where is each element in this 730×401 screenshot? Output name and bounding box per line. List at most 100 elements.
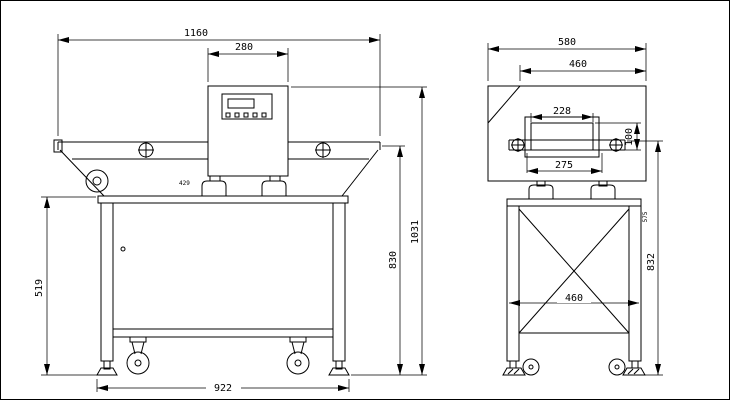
wheel [126, 351, 150, 375]
bolt-symbol [511, 138, 525, 152]
caster-fork [131, 341, 145, 355]
extension-lines [41, 196, 97, 376]
frame-leg [332, 202, 346, 362]
caster-mount [129, 336, 147, 343]
dim-label-belt-height: 830 [388, 251, 399, 269]
dim-base-width: 922 [96, 379, 350, 394]
dim-label-callout-left: 429 [179, 180, 190, 187]
mount-foot [590, 184, 616, 200]
wheel-hub [528, 364, 534, 370]
dim-total-height: 1031 [291, 86, 427, 375]
control-panel [221, 93, 273, 120]
label-mask [557, 292, 591, 303]
dim-label-total-height: 1031 [410, 220, 421, 244]
dim-label-overall-width: 1160 [184, 28, 208, 39]
foot-stem [509, 360, 517, 369]
foot-stem [103, 360, 111, 370]
bolt-cross [138, 142, 154, 158]
dim-belt-width: 275 [526, 153, 603, 174]
display-screen [227, 98, 255, 109]
dim-label-end-overall-width: 580 [558, 37, 576, 48]
dim-leg-span: 460 [509, 292, 639, 306]
head-mounts-end [528, 180, 616, 200]
dim-label-frame-height: 519 [34, 279, 45, 297]
dim-head-width: 280 [207, 42, 289, 82]
dim-side-overall-width: 1160 [57, 28, 381, 136]
support-frame-side [97, 195, 349, 362]
caster-fork [291, 341, 305, 355]
label-mask [206, 382, 241, 393]
wheel [608, 358, 626, 376]
frame-leg [506, 205, 520, 362]
leveling-foot [502, 358, 540, 376]
mount-stem [536, 180, 546, 187]
bolt-cross [315, 142, 331, 158]
dim-label-head-width: 280 [235, 42, 253, 53]
wheel-hub [134, 359, 142, 367]
foot-hatch [627, 368, 640, 375]
bolt-symbol [138, 142, 154, 158]
dim-frame-height: 519 [34, 196, 97, 376]
conveyor-belt-end [508, 138, 626, 152]
dim-end-overall-width: 580 [487, 37, 647, 81]
wheel [286, 351, 310, 375]
drive-pulley [85, 169, 109, 193]
dim-label-aperture-height: 100 [624, 128, 635, 146]
detector-head-end [487, 85, 647, 182]
leveling-foot [96, 360, 118, 376]
cross-brace [518, 208, 630, 334]
dim-label-end-height: 832 [646, 253, 657, 271]
dim-top-width: 460 [519, 59, 646, 81]
foot-pad [502, 367, 526, 376]
detector-body [487, 85, 647, 182]
table-top [97, 195, 349, 204]
foot-pad [622, 367, 646, 376]
panel-buttons [225, 112, 267, 118]
detector-body [207, 85, 289, 177]
mount-foot [261, 180, 287, 197]
dim-label-leg-span: 460 [565, 293, 583, 304]
foot-hatch [507, 368, 520, 375]
caster-wheel [126, 336, 150, 375]
dim-aperture-width: 228 [530, 106, 594, 122]
foot-pad [96, 367, 118, 376]
mount-foot [528, 184, 554, 200]
extension-lines [57, 34, 381, 136]
dim-label-belt-width: 275 [555, 160, 573, 171]
foot-stem [631, 360, 639, 369]
bolt-symbol [315, 142, 331, 158]
table-top [506, 198, 642, 207]
foot-stem [335, 360, 343, 370]
frame-leg [628, 205, 642, 362]
label-mask [547, 106, 578, 115]
dim-label-callout-right: 575 [642, 211, 649, 222]
bolt-cross [511, 138, 525, 152]
frame-hole [120, 246, 126, 252]
mount-stem [269, 175, 281, 182]
wheel [522, 358, 540, 376]
belt-end-bracket [53, 139, 63, 153]
leveling-foot [608, 358, 646, 376]
belt-section [508, 139, 626, 151]
wheel-hub [614, 364, 620, 370]
support-frame-end [506, 198, 642, 362]
drive-pulley-hub [92, 176, 102, 186]
dim-belt-height: 830 [351, 145, 427, 376]
mount-stem [209, 175, 221, 182]
side-view: 429 [34, 28, 427, 394]
dim-label-base-width: 922 [214, 383, 232, 394]
wheel-hub [294, 359, 302, 367]
caster-mount [289, 336, 307, 343]
frame-leg [100, 202, 114, 362]
dim-aperture-height: 100 [595, 122, 641, 151]
foot-pad [328, 367, 350, 376]
detector-head-side: 429 [179, 85, 289, 197]
lower-rail [112, 328, 334, 338]
extension-lines [595, 122, 641, 151]
extension-lines [207, 48, 289, 82]
dim-end-height: 832 [627, 140, 663, 376]
end-view: 580 460 228 100 275 460 [487, 37, 663, 376]
leveling-foot [328, 360, 350, 376]
dim-label-top-width: 460 [569, 59, 587, 70]
